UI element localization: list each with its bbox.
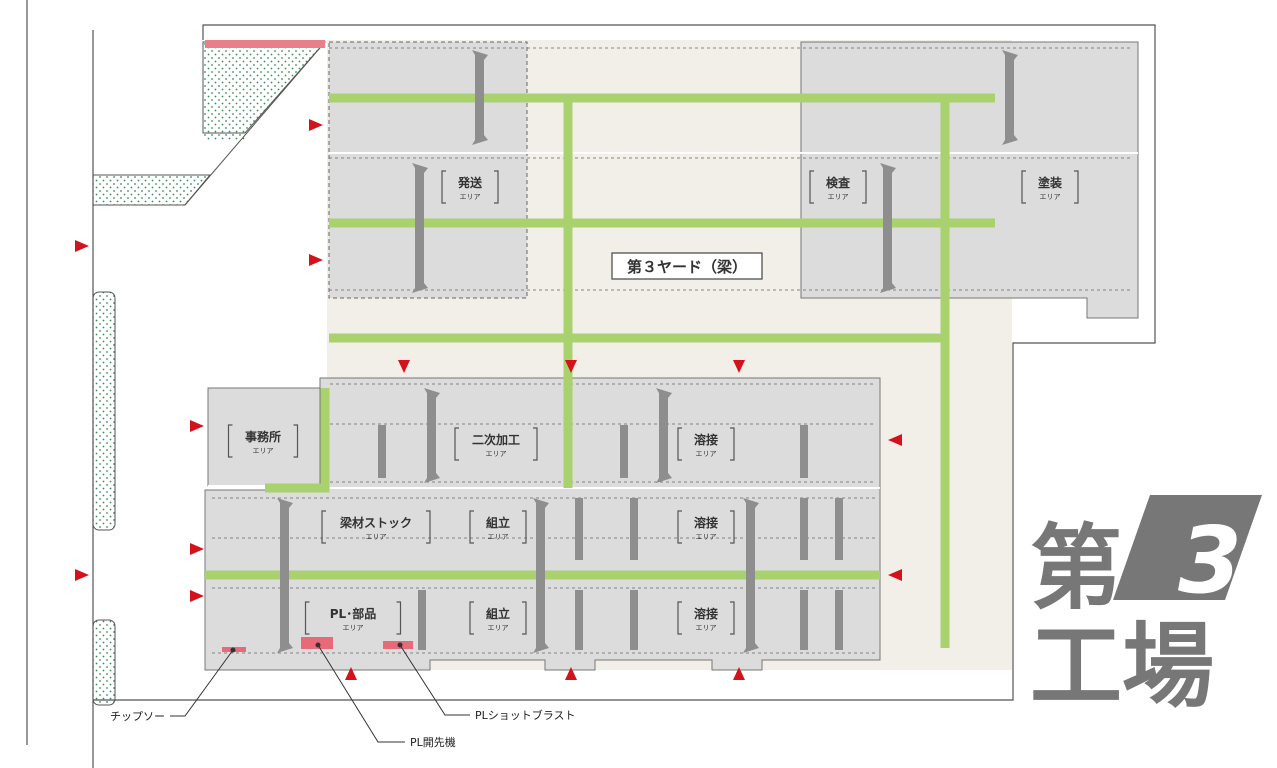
- columns: [277, 50, 1018, 653]
- bracket: [304, 601, 310, 635]
- pl-kaisaki-label: PL開先機: [410, 735, 456, 749]
- area-name-kumitate1: 組立: [486, 515, 510, 530]
- title-char-dai: 第: [1030, 515, 1122, 622]
- bracket: [809, 170, 814, 204]
- area-sub-label: エリア: [828, 193, 849, 201]
- bracket: [522, 510, 527, 544]
- machine-leaders: [170, 642, 470, 743]
- area-labels: 発送エリア検査エリア塗装エリア事務所エリア二次加工エリア溶接エリア梁材ストックエ…: [227, 170, 1079, 635]
- area-sub-label: エリア: [253, 447, 274, 455]
- bracket: [469, 601, 474, 635]
- area-name-pl_buhin: PL･部品: [330, 606, 376, 621]
- area-sub-label: エリア: [366, 533, 387, 541]
- bracket: [677, 601, 682, 635]
- area-sub-label: エリア: [488, 533, 509, 541]
- bracket: [862, 170, 867, 204]
- title-kojo: 工場: [1030, 613, 1214, 720]
- area-name-yousetsu3: 溶接: [694, 606, 718, 621]
- planting-area: [92, 40, 327, 706]
- bracket: [454, 427, 459, 461]
- area-name-jimusho: 事務所: [245, 429, 281, 444]
- bracket: [730, 601, 735, 635]
- area-sub-label: エリア: [343, 624, 364, 632]
- bracket: [321, 510, 326, 544]
- bracket: [441, 170, 446, 204]
- area-name-yousetsu2: 溶接: [694, 515, 718, 530]
- machine-labels: チップソー PL開先機 PLショットブラスト: [110, 708, 576, 749]
- bracket: [469, 510, 474, 544]
- chipsaw-label: チップソー: [110, 710, 165, 723]
- area-sub-label: エリア: [696, 533, 717, 541]
- title-number-badge: [1113, 495, 1262, 600]
- bracket: [396, 601, 402, 635]
- bracket: [522, 601, 527, 635]
- bracket: [1021, 170, 1026, 204]
- bracket: [677, 510, 682, 544]
- bracket: [426, 510, 431, 544]
- bracket: [730, 427, 735, 461]
- factory-title: 第 3 工場: [1030, 495, 1262, 720]
- bracket: [533, 427, 538, 461]
- title-number: 3: [1178, 507, 1242, 614]
- area-sub-label: エリア: [488, 624, 509, 632]
- pl-shot-label: PLショットブラスト: [475, 708, 576, 722]
- bracket: [494, 170, 499, 204]
- area-sub-label: エリア: [696, 624, 717, 632]
- area-name-kensa: 検査: [826, 175, 851, 190]
- area-name-hassou: 発送: [457, 175, 483, 190]
- yard-label-text: 第３ヤード（梁）: [627, 258, 747, 276]
- bracket: [730, 510, 735, 544]
- area-name-niji: 二次加工: [472, 432, 520, 447]
- area-sub-label: エリア: [486, 450, 507, 458]
- area-sub-label: エリア: [696, 450, 717, 458]
- area-sub-label: エリア: [460, 193, 481, 201]
- bracket: [227, 424, 233, 458]
- bracket: [293, 424, 299, 458]
- yard-label: 第３ヤード（梁）: [611, 252, 763, 280]
- area-name-tosou: 塗装: [1038, 175, 1062, 190]
- bracket: [677, 427, 682, 461]
- area-sub-label: エリア: [1040, 193, 1061, 201]
- area-name-ryouzai: 梁材ストック: [339, 515, 412, 530]
- area-name-kumitate2: 組立: [486, 606, 510, 621]
- entrance-arrows: [75, 119, 902, 680]
- area-name-yousetsu1: 溶接: [694, 432, 718, 447]
- bracket: [1074, 170, 1079, 204]
